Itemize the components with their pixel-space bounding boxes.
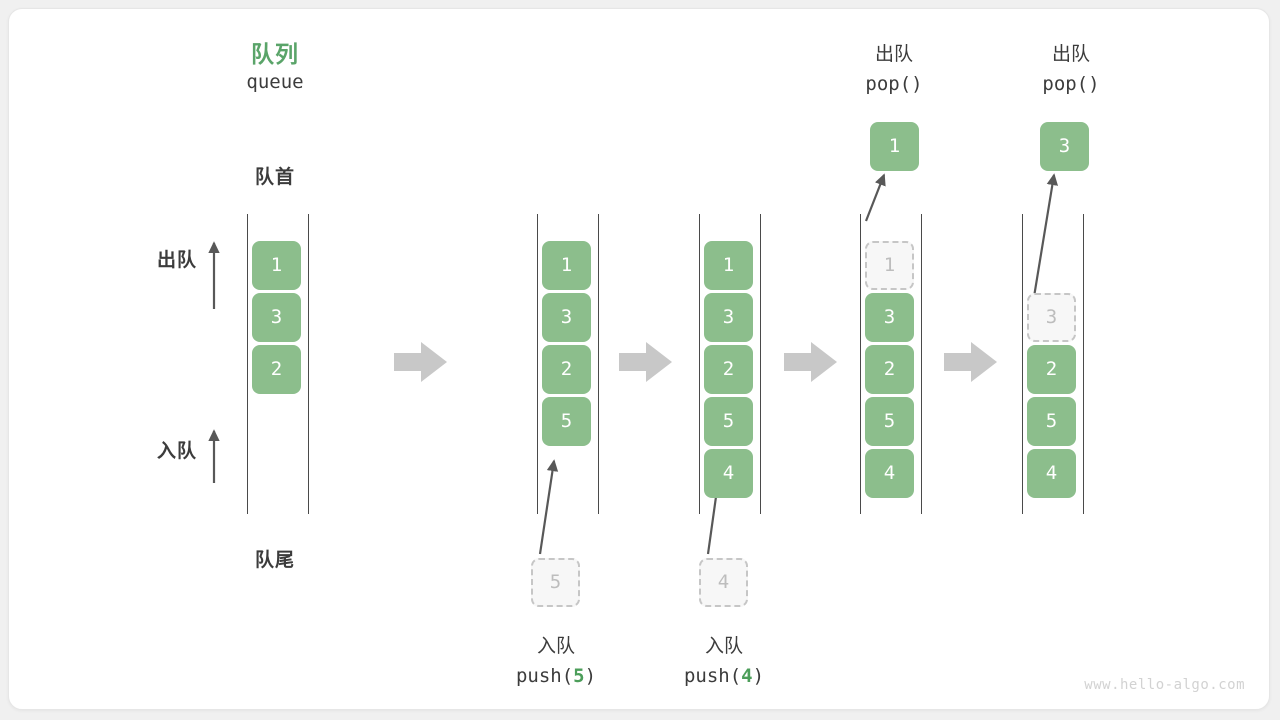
queue-cell: 2 [1027, 345, 1076, 394]
diagram-card: 队列 queue 队首 队尾 出队 入队 1 3 2 1 3 2 5 5 入队 … [8, 8, 1270, 710]
queue-rail-right-4 [921, 214, 922, 514]
dequeue-side-label: 出队 [156, 249, 197, 271]
push-5-prefix: push( [515, 665, 574, 687]
queue-rail-left-5 [1022, 214, 1023, 514]
push-5-arrow [538, 459, 559, 555]
queue-cell: 4 [865, 449, 914, 498]
push-5-suffix: ) [584, 665, 597, 687]
page-title-en: queue [246, 71, 304, 93]
queue-cell: 2 [252, 345, 301, 394]
push-4-prefix: push( [683, 665, 742, 687]
incoming-ghost-cell: 4 [699, 558, 748, 607]
queue-cell: 5 [542, 397, 591, 446]
popped-cell: 3 [1040, 122, 1089, 171]
queue-cell: 4 [1027, 449, 1076, 498]
step-arrow-4 [944, 342, 997, 382]
queue-cell: 3 [252, 293, 301, 342]
pop-1-op-code: pop() [865, 73, 923, 95]
queue-rail-right-1 [308, 214, 309, 514]
incoming-ghost-cell: 5 [531, 558, 580, 607]
queue-cell: 4 [704, 449, 753, 498]
push-4-op-cn: 入队 [704, 635, 743, 657]
front-label: 队首 [254, 166, 295, 188]
push-4-op-code: push(4) [644, 665, 804, 687]
queue-rail-right-5 [1083, 214, 1084, 514]
queue-rail-left-2 [537, 214, 538, 514]
pop-1-arrow [864, 173, 886, 222]
page-title-cn: 队列 [251, 42, 299, 68]
queue-rail-left-1 [247, 214, 248, 514]
queue-rail-right-3 [760, 214, 761, 514]
queue-cell: 5 [1027, 397, 1076, 446]
watermark: www.hello-algo.com [1084, 677, 1245, 693]
push-4-suffix: ) [752, 665, 765, 687]
step-arrow-1 [394, 342, 447, 382]
queue-cell: 3 [704, 293, 753, 342]
pop-3-op-cn: 出队 [1051, 43, 1090, 65]
queue-cell: 3 [542, 293, 591, 342]
step-arrow-3 [784, 342, 837, 382]
push-5-op-code: push(5) [476, 665, 636, 687]
queue-rail-right-2 [598, 214, 599, 514]
pop-3-op-code: pop() [1042, 73, 1100, 95]
queue-cell: 1 [704, 241, 753, 290]
queue-rail-left-4 [860, 214, 861, 514]
queue-cell: 2 [865, 345, 914, 394]
pop-1-op-cn: 出队 [874, 43, 913, 65]
queue-cell: 2 [542, 345, 591, 394]
queue-cell-ghost: 1 [865, 241, 914, 290]
push-4-arg: 4 [741, 665, 753, 687]
queue-cell: 1 [542, 241, 591, 290]
enqueue-side-label: 入队 [156, 440, 197, 462]
queue-cell: 3 [865, 293, 914, 342]
pop-3-arrow [1031, 173, 1059, 304]
arrow-overlay [208, 173, 1059, 555]
queue-cell: 2 [704, 345, 753, 394]
push-5-op-cn: 入队 [536, 635, 575, 657]
queue-rail-left-3 [699, 214, 700, 514]
queue-cell-ghost: 3 [1027, 293, 1076, 342]
push-5-arg: 5 [573, 665, 585, 687]
rear-label: 队尾 [254, 549, 295, 571]
step-arrow-2 [619, 342, 672, 382]
popped-cell: 1 [870, 122, 919, 171]
queue-cell: 5 [704, 397, 753, 446]
queue-cell: 5 [865, 397, 914, 446]
queue-cell: 1 [252, 241, 301, 290]
